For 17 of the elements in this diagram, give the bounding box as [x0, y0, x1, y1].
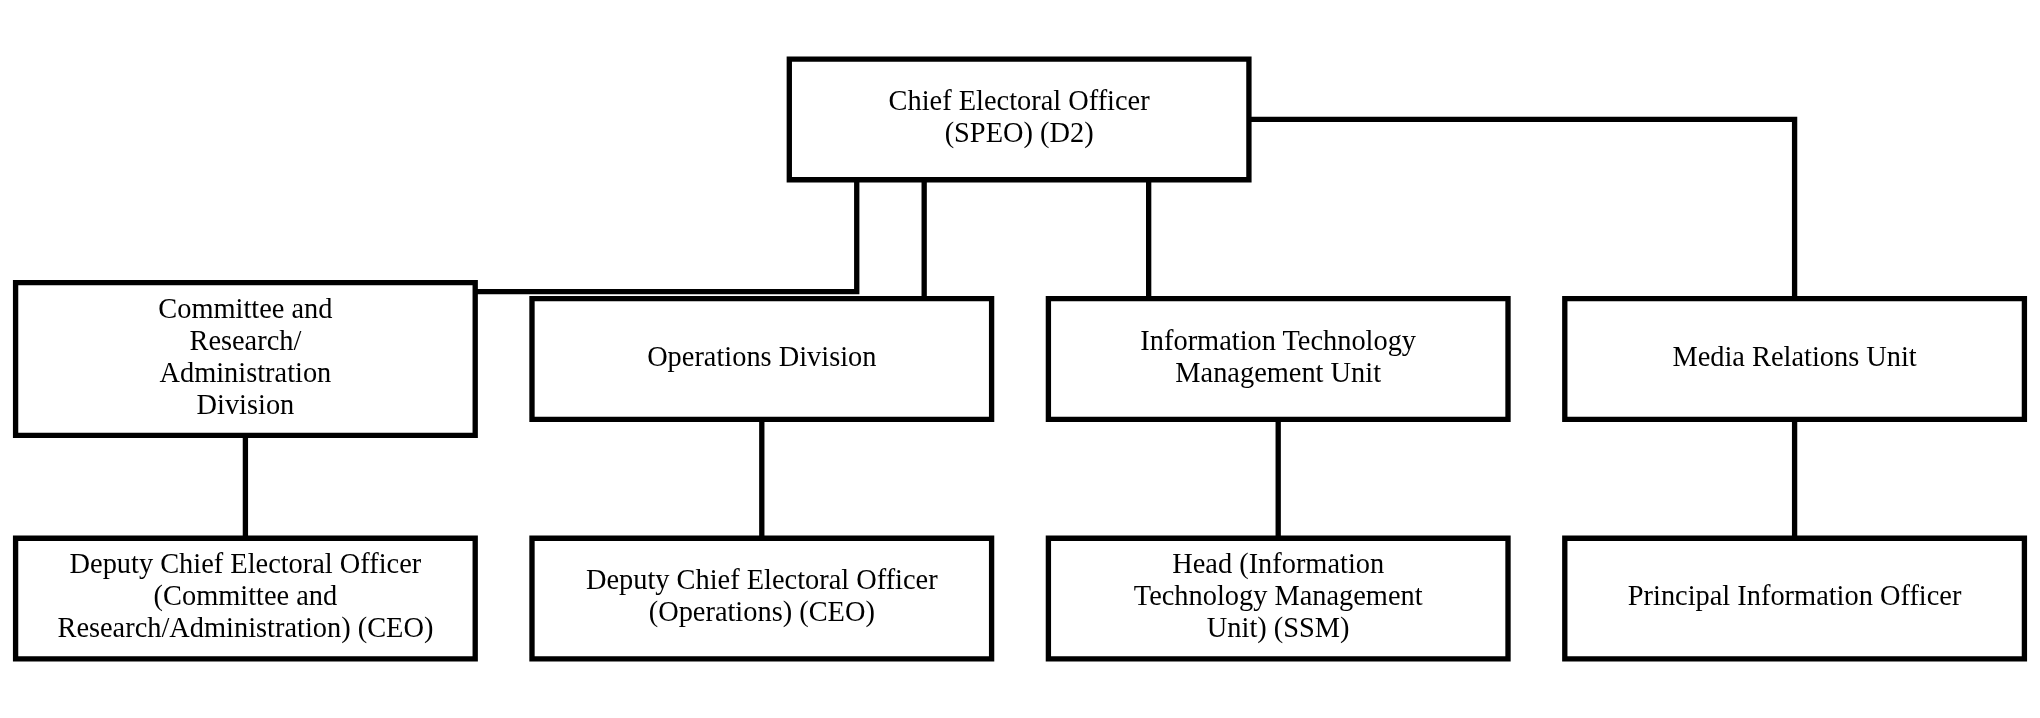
- connector: [921, 179, 927, 299]
- node-box: Deputy Chief Electoral Officer (Operations) (CEO): [529, 535, 995, 662]
- node-box: Deputy Chief Electoral Officer (Committee and Research/Administration) (CEO): [12, 535, 478, 662]
- node-box: Head (Information Technology Management Unit) (SSM): [1045, 535, 1511, 662]
- node-box: Operations Division: [529, 296, 995, 422]
- node-box: Committee and Research/ Administration Division: [12, 280, 478, 438]
- connector: [1249, 116, 1798, 299]
- connector: [759, 419, 765, 539]
- connector: [242, 435, 249, 538]
- node-box: Principal Information Officer: [1562, 535, 2028, 662]
- connector: [475, 180, 860, 295]
- connector: [1146, 179, 1152, 299]
- node-box: Information Technology Management Unit: [1045, 296, 1511, 422]
- connector: [1275, 419, 1281, 539]
- connector: [1791, 419, 1798, 539]
- node-box: Chief Electoral Officer (SPEO) (D2): [786, 56, 1252, 183]
- node-box: Media Relations Unit: [1562, 296, 2028, 422]
